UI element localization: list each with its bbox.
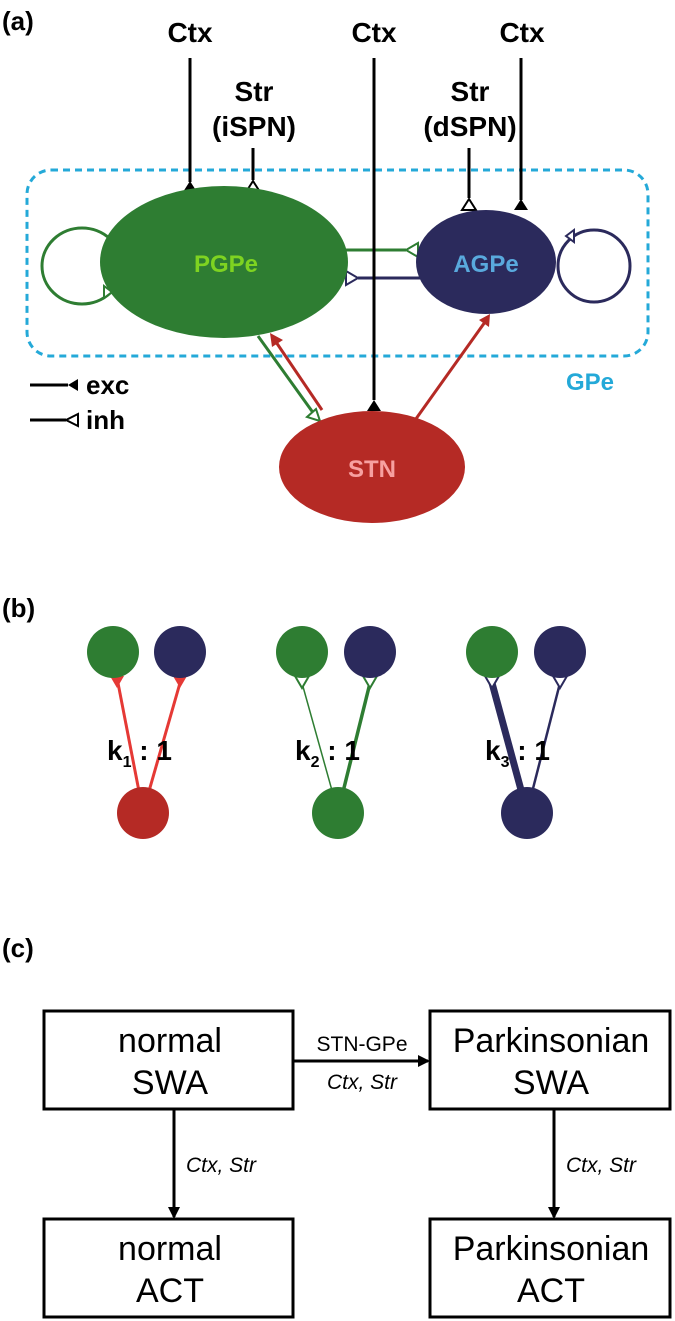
motif-agpe-node [154,626,206,678]
pgpe-to-stn-line [256,335,316,415]
motif-3-pgpe-node [466,626,518,678]
motif-2-pgpe-node [276,626,328,678]
box-parkinsonian-act-line1: Parkinsonian [453,1230,650,1268]
legend-inh-label: inh [86,405,125,435]
panel-b-label: (b) [2,593,35,623]
legend-inh-terminal [63,412,79,428]
motif-pgpe-node [87,626,139,678]
gpe-region-box [25,168,650,358]
agpe-to-pgpe-inh-terminal [345,269,360,287]
pgpe-self-loop-inh-terminal [103,284,114,300]
panel-a: (a) GPe [2,6,650,523]
stn-to-pgpe-line [274,341,324,411]
box-parkinsonian-swa-line2: SWA [513,1064,590,1102]
motif-stn: k1 : 1 [87,626,206,839]
legend-exc-label: exc [86,370,129,400]
box-parkinsonian-swa-line1: Parkinsonian [453,1022,650,1060]
motif-2-source-pgpe-node [312,787,364,839]
stn-label: STN [348,456,396,483]
box-normal-swa-line2: SWA [132,1064,209,1102]
agpe-self-loop-inh-terminal [564,228,575,244]
motif-3-source-agpe-node [501,787,553,839]
panel-c-label: (c) [2,933,34,963]
pgpe-label: PGPe [194,251,258,278]
pgpe-to-stn-inh-terminal [305,407,322,423]
motif-pgpe: k2 : 1 [276,626,396,839]
agpe-label: AGPe [453,251,518,278]
box-normal-act-line1: normal [118,1230,222,1268]
motif-2-agpe-node [344,626,396,678]
stn-to-agpe-line [406,321,487,431]
motif-stn-exc-terminal-pgpe [110,676,124,688]
ratio-k2: k2 : 1 [295,735,360,771]
box-normal-swa [42,1009,295,1111]
panel-a-label: (a) [2,6,34,36]
box-normal-act [42,1217,295,1319]
stn-to-pgpe-exc-terminal [270,333,283,347]
ctx-right-label: Ctx [499,17,545,48]
ctx-left-label: Ctx [167,17,213,48]
ctx-right-exc-terminal [514,199,528,210]
ratio-k3: k3 : 1 [485,735,550,771]
box-normal-act-line2: ACT [136,1272,204,1310]
str-dspn-inh-terminal [460,197,478,211]
legend-exc-terminal [68,379,78,391]
str-dspn-label-line1: Str [451,76,490,107]
box-parkinsonian-act [428,1217,672,1319]
gpe-label: GPe [566,369,614,396]
stn-nucleus [279,411,465,523]
motif-agpe: k3 : 1 [466,626,586,839]
ctx-mid-exc-terminal [367,400,381,411]
panel-c: (c) normal SWA Parkinsonian SWA normal A… [2,933,672,1319]
str-dspn-label-line2: (dSPN) [423,111,516,142]
panel-b: (b) k1 : 1 k2 : 1 [2,593,586,839]
box-parkinsonian-act-line2: ACT [517,1272,585,1310]
stn-to-agpe-exc-terminal [479,314,490,327]
ratio-k1: k1 : 1 [107,735,172,771]
box-normal-swa-line1: normal [118,1022,222,1060]
agpe-self-loop [556,228,632,304]
arrow-h-label-top: STN-GPe [316,1033,407,1056]
agpe-nucleus [416,210,556,314]
motif-stn-exc-terminal-agpe [173,676,187,688]
str-ispn-label-line2: (iSPN) [212,111,296,142]
motif-3-agpe-node [534,626,586,678]
pgpe-to-agpe-inh-terminal [404,241,419,259]
arrow-h-label-bottom: Ctx, Str [327,1071,398,1094]
pgpe-nucleus [100,186,348,338]
arrow-v-left-label: Ctx, Str [186,1154,257,1177]
motif-stn-node [117,787,169,839]
ctx-mid-label: Ctx [351,17,397,48]
box-parkinsonian-swa [428,1009,672,1111]
str-ispn-label-line1: Str [235,76,274,107]
arrow-v-right-label: Ctx, Str [566,1154,637,1177]
